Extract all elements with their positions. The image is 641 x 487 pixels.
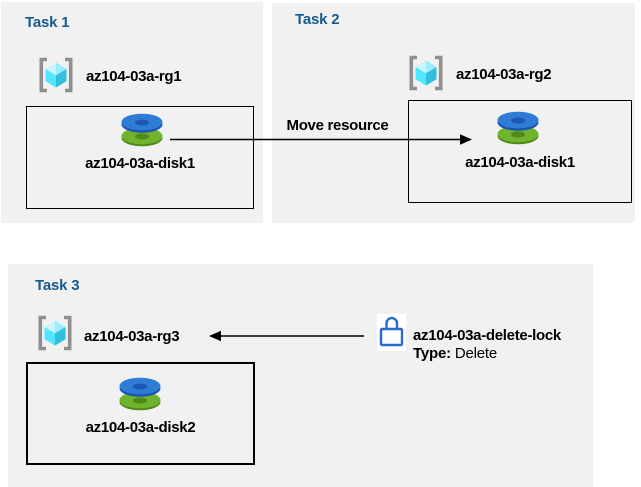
disk-icon: [119, 377, 161, 411]
lock-icon: [379, 316, 404, 347]
disk-1-label: az104-03a-disk1: [85, 155, 195, 172]
resource-group-2-label: az104-03a-rg2: [456, 66, 552, 83]
resource-group-icon: [409, 55, 443, 91]
task-3-title: Task 3: [35, 277, 80, 294]
disk-icon: [497, 111, 539, 145]
task-2-title: Task 2: [295, 11, 340, 28]
delete-lock-label: az104-03a-delete-lock: [413, 327, 561, 344]
move-resource-label: Move resource: [286, 117, 389, 134]
resource-group-icon: [38, 315, 72, 351]
resource-group-3-label: az104-03a-rg3: [84, 328, 180, 345]
lock-type-label: Type:: [413, 345, 451, 362]
resource-group-icon: [39, 57, 73, 93]
task-2-resource-box: [408, 100, 632, 203]
task-1-resource-box: [26, 106, 254, 209]
task-1-title: Task 1: [25, 14, 70, 31]
lock-type-line: Type: Delete: [413, 345, 497, 362]
task-1-panel: [1, 2, 263, 223]
task-2-panel: [272, 3, 635, 223]
disk-2-label: az104-03a-disk1: [465, 154, 575, 171]
task-3-resource-box: [26, 362, 255, 465]
disk-icon: [121, 113, 163, 147]
resource-group-1-label: az104-03a-rg1: [86, 68, 182, 85]
lock-type-value: Delete: [454, 345, 498, 362]
disk-3-label: az104-03a-disk2: [85, 419, 196, 436]
lock-icon-background: [377, 314, 406, 351]
task-3-panel: [8, 264, 593, 487]
